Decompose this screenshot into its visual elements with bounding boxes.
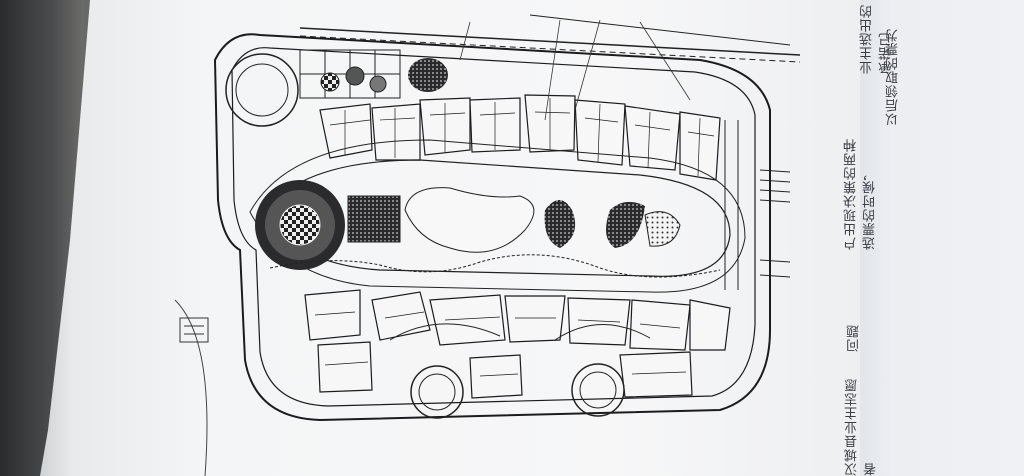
round-pavilion [225,53,299,127]
site-inner-boundary [231,47,756,407]
parking-right [724,120,791,290]
bottom-circle-right [571,363,625,417]
meandering-path [269,254,721,278]
garden-blob-1 [544,200,576,248]
hatched-square [347,195,401,243]
site-boundary [213,33,771,422]
bottom-circle-left [410,365,464,419]
garden-blob-2 [606,201,645,248]
road-left [174,299,208,476]
central-pond [404,187,535,253]
road-top [299,27,801,56]
promenade-inner [261,159,731,277]
garden-blob-3 [644,211,681,247]
top-garden [408,58,448,92]
buildings-bottom-row [304,289,731,399]
